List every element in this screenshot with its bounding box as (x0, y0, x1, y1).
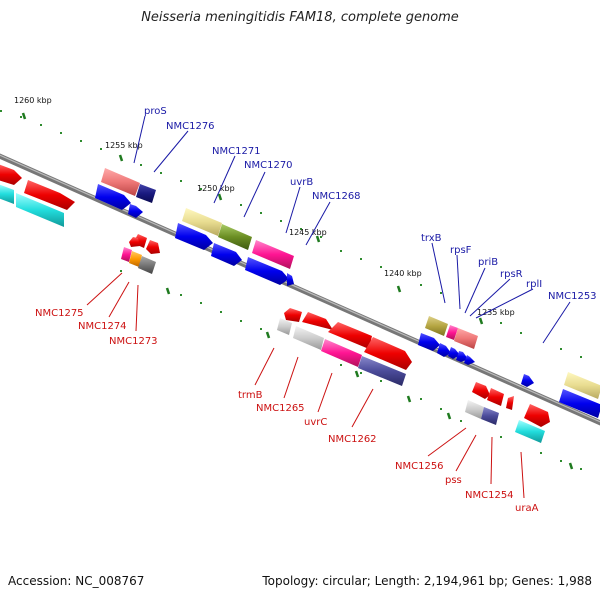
gene-nmc1256 (465, 400, 484, 419)
gene-label-nmc1265: NMC1265 (256, 403, 305, 414)
gene-label-nmc1274: NMC1274 (78, 321, 127, 332)
gene-label-nmc1256: NMC1256 (395, 461, 444, 472)
gene-label-nmc1262: NMC1262 (328, 434, 377, 445)
gene-blue-arrow-e (245, 257, 289, 285)
inner-tick-row (120, 270, 582, 470)
gene-label-pss: pss (445, 475, 462, 486)
gene-nmc1273 (138, 256, 156, 274)
gene-red-arrow-4 (364, 337, 412, 370)
gene-blue-arrow-b (128, 204, 143, 218)
gene-label-nmc1270: NMC1270 (244, 160, 293, 171)
summary-text: Topology: circular; Length: 2,194,961 bp… (262, 574, 592, 588)
gene-label-nmc1271: NMC1271 (212, 146, 261, 157)
gene-uvrb (252, 240, 294, 269)
gene-blue-arrow-a (95, 184, 131, 210)
gene-label-nmc1276: NMC1276 (166, 121, 215, 132)
gene-left-cyan-2 (16, 193, 64, 227)
gene-red-arrow-2 (302, 312, 333, 330)
gene-right-blue (559, 389, 600, 418)
inner-major-ticks (165, 287, 574, 470)
kbp-label-1235: 1235 kbp (477, 308, 515, 317)
gene-label-nmc1254: NMC1254 (465, 490, 514, 501)
gene-nmc1274 (129, 251, 142, 267)
gene-label-trxb: trxB (421, 233, 442, 244)
gene-left-cyan-1 (0, 184, 14, 204)
gene-trmb (284, 308, 302, 322)
gene-nmc1276-block (136, 184, 156, 203)
gene-red-arrow-3 (328, 322, 372, 349)
gene-label-prib: priB (478, 257, 498, 268)
gene-blue-arrow-l (521, 374, 534, 387)
outer-major-ticks (21, 112, 484, 325)
gene-nmc1271 (218, 224, 252, 250)
bottom-leader-lines (86, 272, 525, 499)
gene-left-red-1 (0, 164, 22, 185)
gene-red-1254 (524, 404, 550, 427)
gene-rpsf (446, 325, 458, 340)
gene-blue-arrow-g (418, 333, 440, 351)
gene-label-uvrc: uvrC (304, 417, 327, 428)
gene-pss (481, 407, 499, 425)
gene-red-1256-b (487, 388, 504, 406)
gene-right-khaki (564, 372, 600, 399)
genome-backbone (0, 153, 600, 426)
kbp-label-1245: 1245 kbp (289, 228, 327, 237)
gene-blue-arrow-h (437, 343, 451, 357)
gene-nmc1275-red-b (146, 240, 160, 254)
gene-blue-arrow-c (175, 223, 213, 250)
gene-red-1256-a (472, 382, 490, 399)
forward-genes (0, 164, 600, 418)
gene-trxb (425, 316, 448, 336)
gene-nmc1275-red-c (129, 237, 140, 247)
gene-red-1256-c (506, 396, 514, 410)
gene-uvrc-silver (293, 326, 324, 350)
gene-uvrc (321, 339, 362, 367)
gene-label-rpsf: rpsF (450, 245, 472, 256)
gene-label-nmc1275: NMC1275 (35, 308, 84, 319)
gene-pri-b (454, 328, 478, 349)
gene-blue-arrow-j (456, 351, 468, 362)
gene-khaki-1 (182, 208, 222, 236)
top-leader-lines (133, 115, 571, 344)
outer-tick-row (0, 110, 582, 358)
gene-label-rpsr: rpsR (500, 269, 523, 280)
gene-nmc1265 (277, 318, 292, 335)
gene-label-uraa: uraA (515, 503, 539, 514)
gene-nmc1262 (358, 356, 406, 386)
gene-label-nmc1268: NMC1268 (312, 191, 361, 202)
gene-label-nmc1253: NMC1253 (548, 291, 597, 302)
gene-label-uvrb: uvrB (290, 177, 313, 188)
gene-uraa-cyan (515, 420, 545, 443)
kbp-label-1255: 1255 kbp (105, 141, 143, 150)
gene-label-pros: proS (144, 106, 167, 117)
gene-nmc1275 (121, 247, 132, 262)
kbp-label-1260: 1260 kbp (14, 96, 52, 105)
kbp-label-1250: 1250 kbp (197, 184, 235, 193)
gene-blue-arrow-f (287, 273, 294, 286)
gene-pros (101, 168, 140, 196)
gene-blue-arrow-i (448, 347, 460, 359)
gene-label-trmb: trmB (238, 390, 263, 401)
reverse-genes (121, 234, 550, 443)
kbp-label-1240: 1240 kbp (384, 269, 422, 278)
gene-left-red-2 (24, 180, 75, 210)
gene-label-rpli: rplI (526, 279, 542, 290)
gene-label-nmc1273: NMC1273 (109, 336, 158, 347)
gene-blue-arrow-k (464, 355, 475, 365)
accession-text: Accession: NC_008767 (8, 574, 145, 588)
map-title: Neisseria meningitidis FAM18, complete g… (141, 10, 459, 25)
gene-blue-arrow-d (211, 243, 242, 266)
